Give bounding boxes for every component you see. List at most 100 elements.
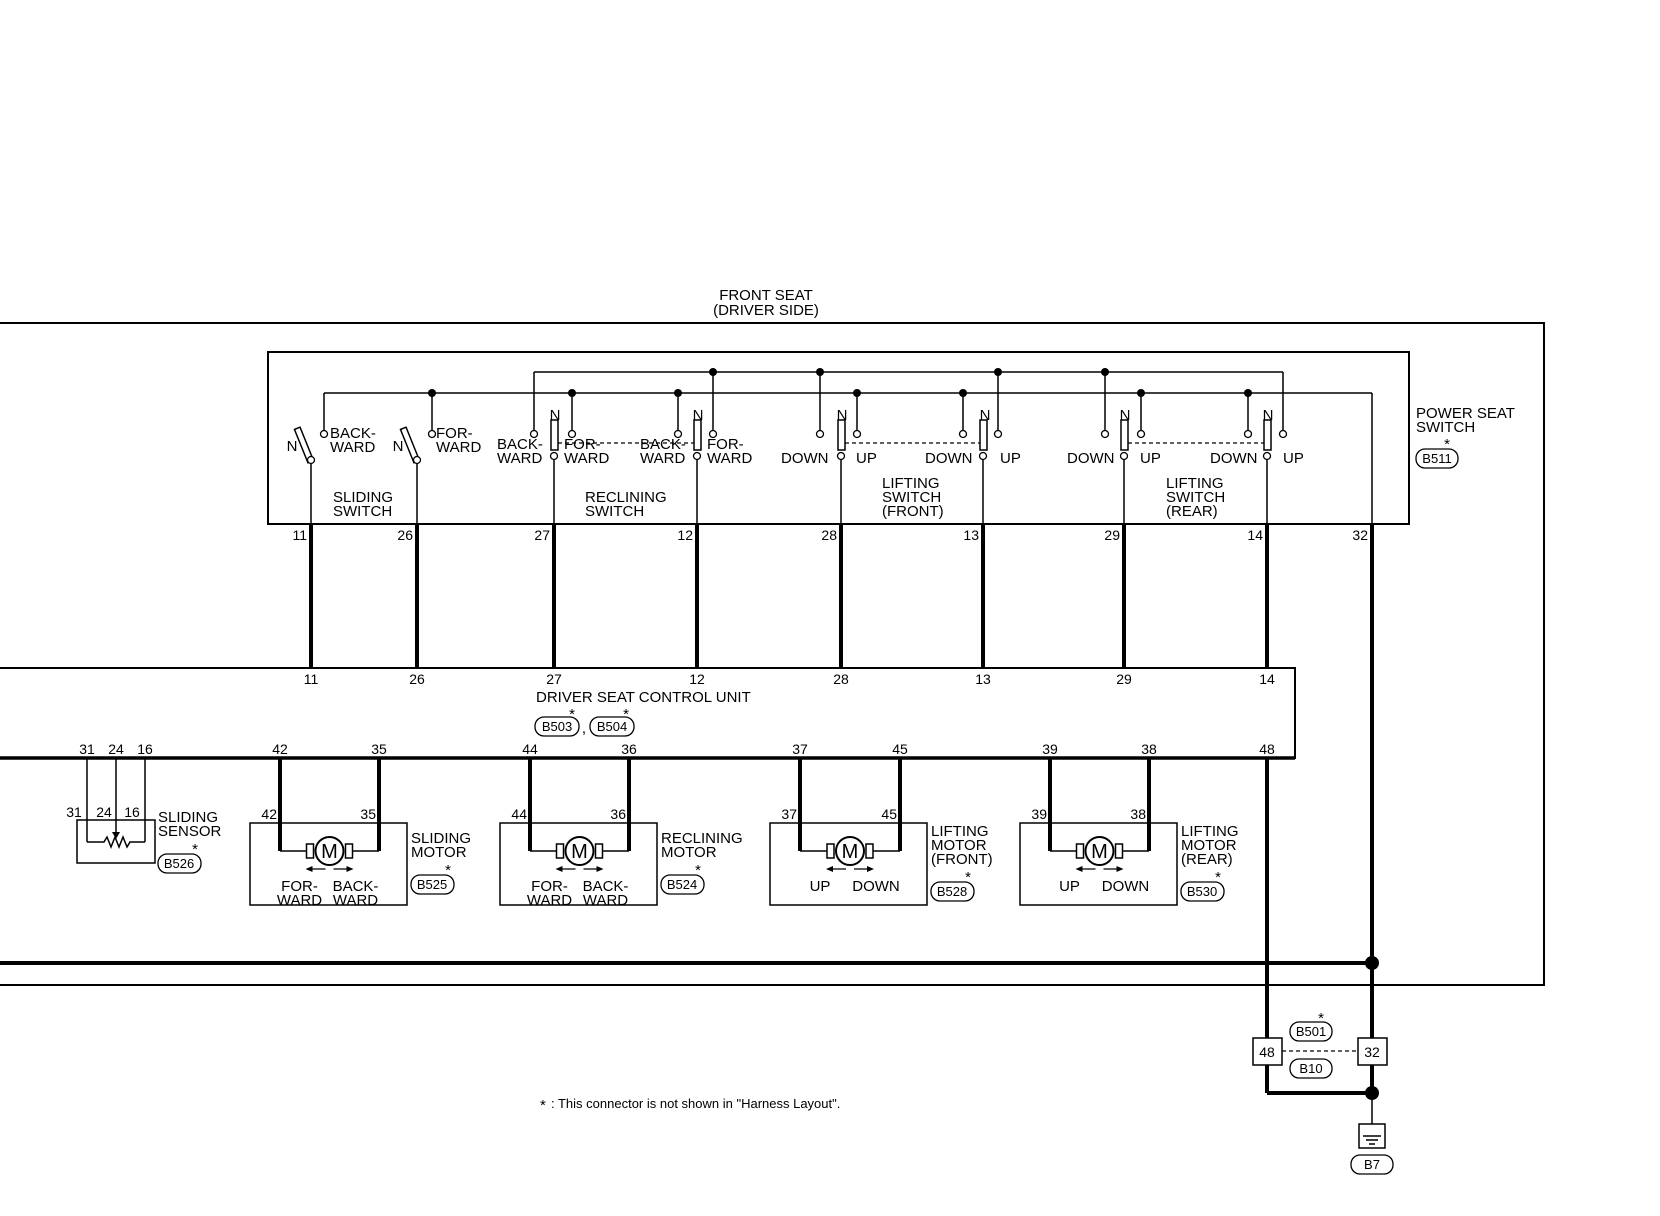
motor-name: (FRONT): [931, 851, 993, 868]
motor-symbol: M: [571, 841, 588, 863]
motor-direction-left: FOR-: [281, 878, 318, 895]
reclining-switch-opt4-line: FOR-: [707, 436, 744, 453]
motor-symbol: M: [842, 841, 859, 863]
sliding-switch-opt1-line: WARD: [330, 439, 375, 456]
motor-direction-right: BACK-: [583, 878, 629, 895]
unit-terminal-bottom: 36: [621, 741, 637, 757]
lifting-rear-up-label-2: UP: [1283, 450, 1304, 467]
sensor-pin: 24: [96, 804, 112, 820]
reclining-switch-opt2-line: WARD: [564, 450, 609, 467]
front-seat-title-line1: FRONT SEAT: [719, 287, 813, 304]
reclining-switch-opt3-line: WARD: [640, 450, 685, 467]
asterisk-b504: *: [623, 706, 629, 723]
junction-dot: [853, 389, 861, 397]
connector-b511-oval: [1415, 448, 1459, 469]
motor-pin: 39: [1031, 806, 1047, 822]
sliding-switch-opt2: FOR-WARD: [436, 425, 481, 456]
connector-b526: B526: [164, 856, 194, 871]
lifting-rear-down-label: DOWN: [1067, 450, 1115, 467]
neutral-label: N: [287, 438, 298, 455]
motor-direction-right: WARD: [583, 892, 628, 909]
reclining-switch-name-line2: SWITCH: [585, 503, 644, 520]
junction-dot: [959, 389, 967, 397]
power-seat-switch-label-line2: SWITCH: [1416, 419, 1475, 436]
switch-to-unit-wires: [309, 524, 1269, 668]
reclining-switch-opt1-line: WARD: [497, 450, 542, 467]
junction-dot: [709, 368, 717, 376]
unit-terminal: 26: [409, 671, 425, 687]
unit-terminal-bottom: 35: [371, 741, 387, 757]
switch-terminal: 12: [677, 527, 693, 543]
connector-oval: [660, 874, 705, 895]
joint-pin-48-box: [1252, 1037, 1283, 1066]
sensor-pin: 31: [66, 804, 82, 820]
motor-icon: [314, 836, 345, 866]
connector-oval: [410, 874, 455, 895]
connector-b504: B504: [597, 719, 627, 734]
sliding-switch-opt2-line: FOR-: [436, 425, 473, 442]
motor-pin: 38: [1130, 806, 1146, 822]
motor-icon: [835, 836, 865, 866]
motor-direction-left: UP: [810, 878, 831, 895]
neutral-label: N: [550, 407, 561, 424]
motor-pin: 42: [261, 806, 277, 822]
unit-terminal-bottom: 42: [272, 741, 288, 757]
switch-terminal: 13: [963, 527, 979, 543]
motor-direction-left: WARD: [277, 892, 322, 909]
connector-b504-oval: [589, 716, 635, 737]
unit-terminal: 14: [1259, 671, 1275, 687]
switch-terminal: 14: [1247, 527, 1263, 543]
neutral-label: N: [1263, 407, 1274, 424]
footnote: : This connector is not shown in "Harnes…: [551, 1096, 840, 1111]
neutral-label: N: [693, 407, 704, 424]
reclining-switch-opt4: FOR-WARD: [707, 436, 752, 467]
connector-b526-oval: [157, 853, 202, 874]
power-seat-switch-box: [267, 351, 1410, 525]
unit-terminal: 11: [304, 671, 319, 687]
connector-b10: B10: [1299, 1061, 1322, 1076]
sliding-sensor-label-line1: SLIDING: [158, 809, 218, 826]
motor-name: MOTOR: [931, 837, 987, 854]
motor-pin: 36: [610, 806, 626, 822]
unit-terminal: 28: [833, 671, 849, 687]
asterisk: *: [965, 869, 971, 886]
junction-dot: [816, 368, 824, 376]
neutral-label: N: [837, 407, 848, 424]
unit-terminal: 27: [546, 671, 562, 687]
footnote-asterisk-icon: *: [540, 1097, 546, 1114]
joint-pin-32-box: [1357, 1037, 1388, 1066]
connector-b503-oval: [534, 716, 580, 737]
unit-terminal-bottom: 37: [792, 741, 808, 757]
junction-dot: [1137, 389, 1145, 397]
unit-terminal: 12: [689, 671, 705, 687]
motor-name: SLIDING: [411, 830, 471, 847]
unit-terminal-bottom: 24: [108, 741, 124, 757]
unit-terminal-bottom: 45: [892, 741, 908, 757]
front-seat-title-line2: (DRIVER SIDE): [713, 302, 819, 319]
asterisk: *: [695, 862, 701, 879]
connector-b503: B503: [542, 719, 572, 734]
junction-dot: [568, 389, 576, 397]
sensor-pin: 16: [124, 804, 140, 820]
motor-connector: B524: [667, 877, 697, 892]
motor-name: RECLINING: [661, 830, 743, 847]
reclining-switch-opt4-line: WARD: [707, 450, 752, 467]
motor-pin: 37: [781, 806, 797, 822]
unit-terminal-bottom: 16: [137, 741, 153, 757]
lifting-rear-switch-name-line2: SWITCH: [1166, 489, 1225, 506]
asterisk: *: [1215, 869, 1221, 886]
motor-icon: [1084, 836, 1115, 866]
motor-name: LIFTING: [1181, 823, 1239, 840]
unit-terminal-bottom: 44: [522, 741, 538, 757]
motor-name: MOTOR: [1181, 837, 1237, 854]
motor-direction-right: DOWN: [1102, 878, 1150, 895]
lifting-front-up-label: UP: [856, 450, 877, 467]
motor-direction-left: FOR-: [531, 878, 568, 895]
connector-b501: B501: [1296, 1024, 1326, 1039]
connector-oval: [930, 881, 975, 902]
junction-dot-ground: [1365, 956, 1379, 970]
junction-dot: [1101, 368, 1109, 376]
